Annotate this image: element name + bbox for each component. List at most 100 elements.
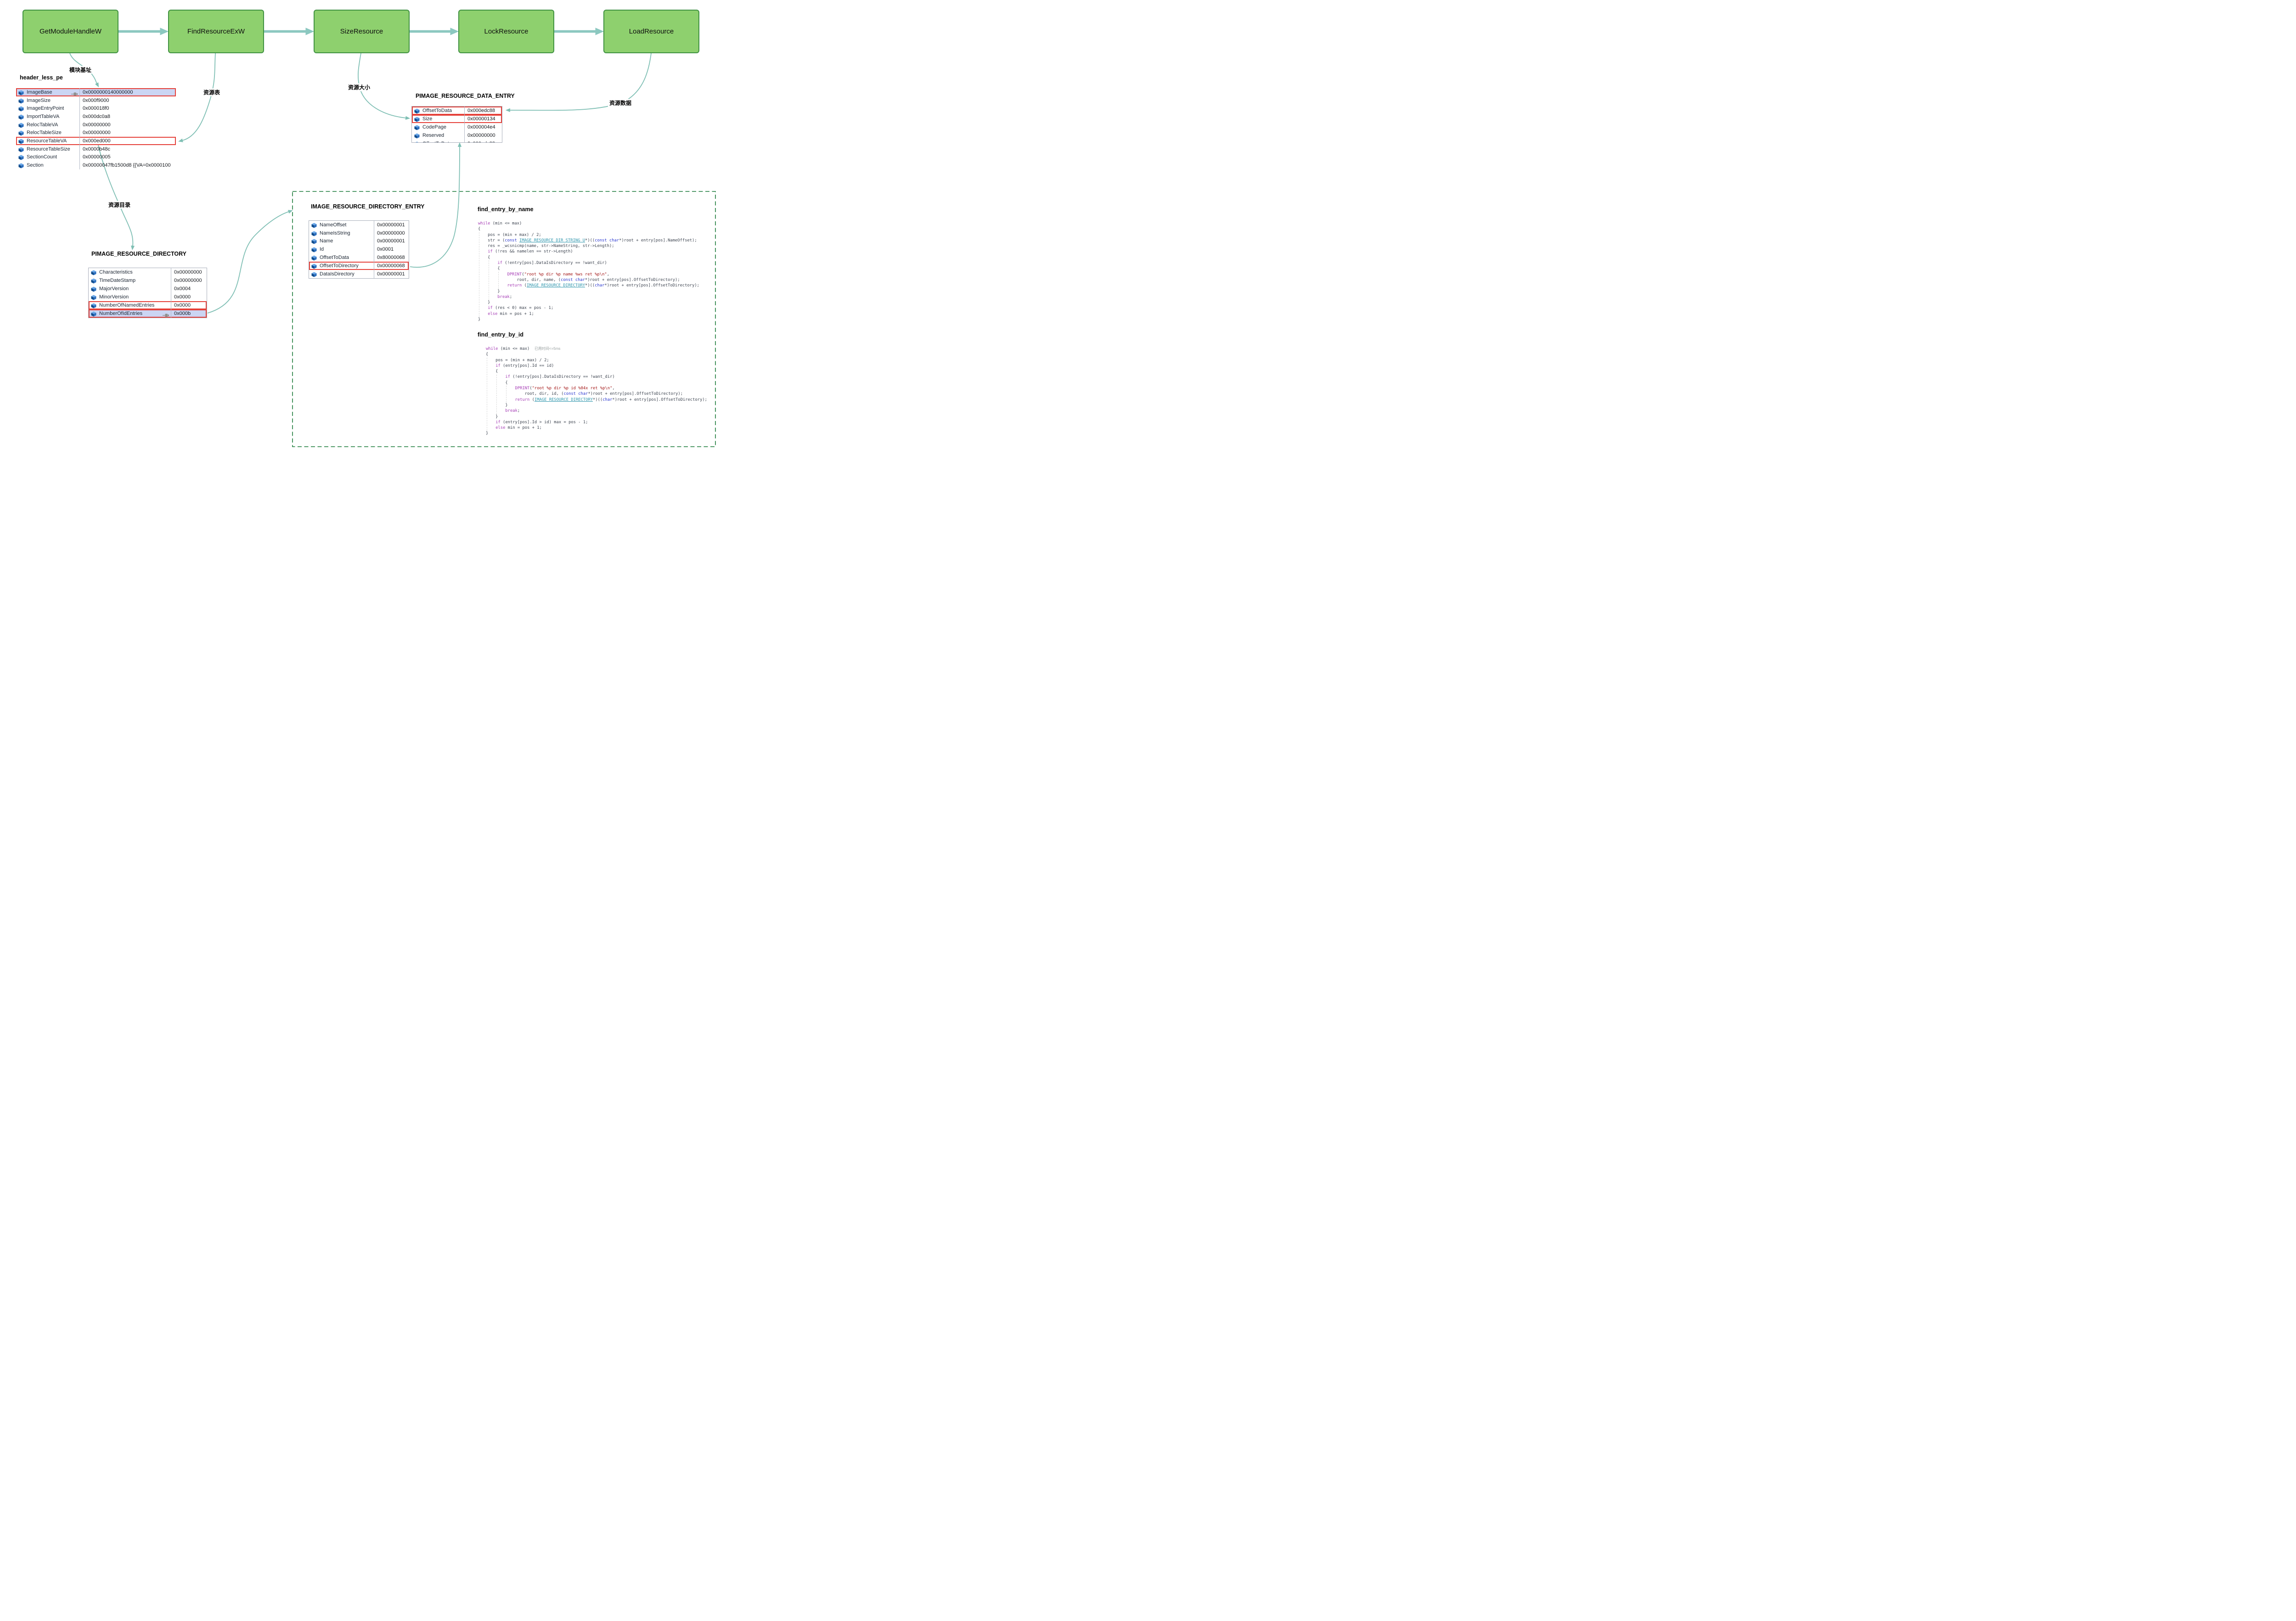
field-icon [414, 124, 420, 130]
code-line: } [478, 289, 500, 294]
field-icon [311, 222, 317, 228]
field-icon [91, 269, 96, 275]
field-value: 0x00000134 [464, 115, 502, 123]
field-value: 0x000ed000 [79, 137, 176, 145]
code-line: while (min <= max) [478, 221, 522, 226]
field-name: Section [27, 163, 44, 168]
table-row-resourcetablesize[interactable]: ResourceTableSize 0x0000b48c [16, 145, 176, 153]
field-value: 0x80000068 [374, 253, 409, 262]
field-name: ResourceTableVA [27, 138, 67, 144]
flow-box-lockresource: LockResource [458, 10, 554, 53]
arrow-offsettodirectory-to-data-entry [410, 142, 462, 268]
field-icon [311, 263, 317, 269]
code-title-find-entry-by-id: find_entry_by_id [478, 331, 524, 338]
field-value: 0x00000005 [79, 153, 176, 162]
field-name: ImportTableVA [27, 113, 60, 119]
field-icon [311, 230, 317, 236]
code-title-find-entry-by-name: find_entry_by_name [478, 206, 534, 213]
field-name: NumberOfNamedEntries [99, 303, 155, 308]
field-icon [311, 271, 317, 277]
field-icon [18, 106, 24, 112]
field-name: RelocTableSize [27, 130, 62, 136]
field-icon [414, 116, 420, 122]
field-name: ImageBase [27, 89, 52, 95]
flow-box-loadresource: LoadResource [603, 10, 699, 53]
field-name: OffsetToData [422, 141, 452, 142]
code-line: str = (const IMAGE_RESOURCE_DIR_STRING_U… [478, 238, 697, 243]
flow-box-label: LoadResource [629, 28, 674, 35]
table-row-importtableva[interactable]: ImportTableVA 0x000dc0a8 [16, 112, 176, 121]
field-name: Size [422, 116, 433, 122]
code-line: break; [497, 294, 512, 299]
code-line: } [486, 403, 508, 408]
pin-icon[interactable] [163, 312, 169, 317]
field-name: Characteristics [99, 269, 133, 275]
field-value: 0x00000001 [374, 221, 409, 229]
field-name: ResourceTableSize [27, 146, 70, 152]
table-row-offsettodirectory[interactable]: OffsetToDirectory 0x00000068 [309, 261, 409, 270]
flow-box-label: LockResource [484, 28, 529, 35]
table-row-resourcetableva[interactable]: ResourceTableVA 0x000ed000 [16, 137, 176, 145]
field-value: 0x000dc0a8 [79, 112, 176, 121]
field-name: OffsetToData [422, 108, 452, 113]
table-row-dataisdirectory[interactable]: DataIsDirectory 0x00000001 [309, 269, 409, 278]
field-icon [414, 133, 420, 139]
field-icon [91, 303, 96, 308]
field-name: OffsetToDirectory [320, 263, 359, 269]
field-icon [311, 238, 317, 244]
field-value: 0x00000068 [374, 261, 409, 270]
arrow-label-module-base: 模块基址 [68, 66, 93, 74]
field-icon [18, 114, 24, 120]
table-row-size[interactable]: Size 0x00000134 [412, 115, 502, 123]
panel-title-data-entry: PIMAGE_RESOURCE_DATA_ENTRY [416, 93, 515, 99]
code-line: { [478, 266, 500, 271]
field-name: NameOffset [320, 222, 347, 228]
field-icon [414, 108, 420, 114]
code-line: DPRINT("root %p dir %p name %ws ret %p\n… [507, 272, 610, 277]
field-icon [18, 138, 24, 144]
table-row-nameoffset[interactable]: NameOffset 0x00000001 [309, 221, 409, 229]
field-name: NameIsString [320, 230, 350, 236]
field-icon [311, 247, 317, 252]
field-name: DataIsDirectory [320, 271, 355, 277]
flow-box-sizeresource: SizeResource [314, 10, 410, 53]
field-name: TimeDateStamp [99, 278, 136, 283]
field-icon [91, 311, 96, 317]
code-line: if (!entry[pos].DataIsDirectory == !want… [505, 375, 615, 380]
field-icon [414, 141, 420, 142]
field-value: 0x0000b48c [79, 145, 176, 153]
field-name: MinorVersion [99, 294, 129, 300]
pin-icon[interactable] [71, 90, 78, 96]
field-value: 0x000018f0 [79, 104, 176, 113]
arrow-label-resource-directory: 资源目录 [107, 201, 132, 209]
field-value: 0x00000001 [374, 237, 409, 246]
code-line: while (min <= max) 已用时间<=5ms [486, 347, 561, 351]
arrow-label-resource-table: 资源表 [202, 88, 222, 96]
code-line: } [478, 300, 490, 305]
field-value: 0x00000001 [374, 269, 409, 278]
code-line: DPRINT("root %p dir %p id %04x ret %p\n"… [515, 386, 615, 391]
field-value: 0x0001 [374, 245, 409, 254]
